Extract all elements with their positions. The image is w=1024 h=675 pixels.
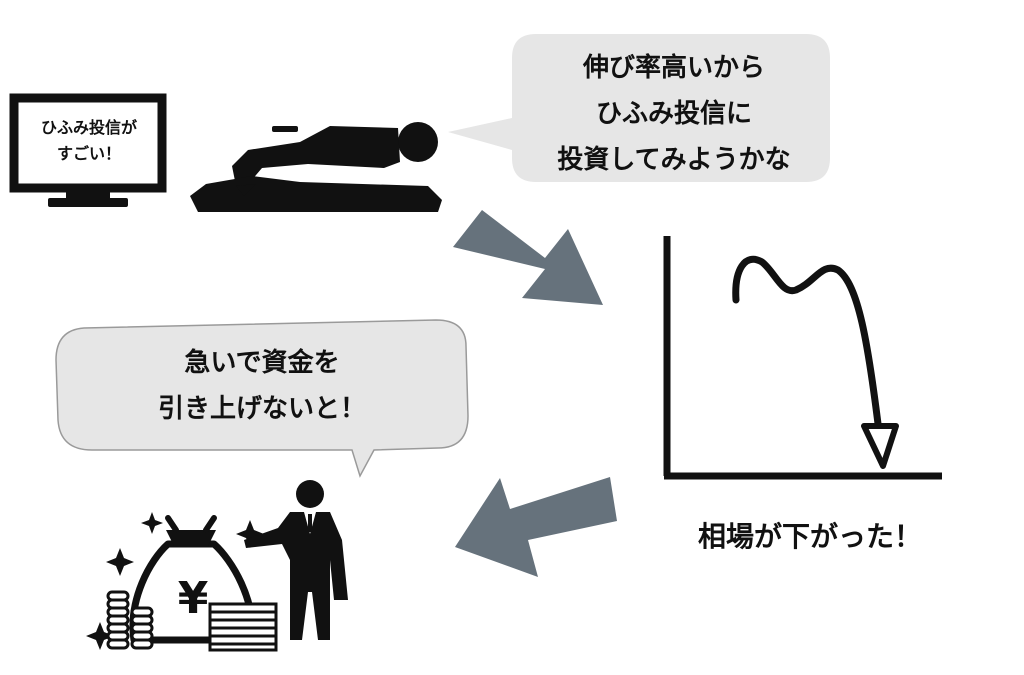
bubble-left-line-2: 引き上げないと！ <box>157 394 366 424</box>
sparkle-icon <box>106 548 134 576</box>
bubble-top-line-2: ひふみ投信に <box>595 99 752 129</box>
coin-stack-icon <box>106 590 154 650</box>
falling-chart-icon <box>663 236 942 480</box>
arrow-down-left-icon <box>455 477 617 577</box>
sparkle-icon <box>141 512 163 534</box>
tv-line-1: ひふみ投信が <box>40 118 137 137</box>
tv-line-2: すごい！ <box>56 144 121 163</box>
speech-bubble-top-text: 伸び率高いから ひふみ投信に 投資してみようかな <box>510 45 838 183</box>
sparkle-icon <box>86 622 114 650</box>
sparkle-icon <box>236 520 264 548</box>
yen-symbol: ¥ <box>177 573 209 624</box>
bubble-top-line-3: 投資してみようかな <box>557 145 791 175</box>
speech-bubble-left <box>55 319 469 478</box>
speech-bubble-left-text: 急いで資金を 引き上げないと！ <box>62 340 462 432</box>
speech-bubble-top <box>448 34 830 182</box>
chart-caption: 相場が下がった！ <box>697 520 922 553</box>
tv-monitor-icon <box>9 93 167 207</box>
businessman-icon <box>244 480 348 640</box>
bubble-left-line-1: 急いで資金を <box>184 348 340 378</box>
lying-person-icon <box>190 122 442 212</box>
tv-screen-text: ひふみ投信が すごい！ <box>24 115 154 167</box>
arrow-down-right-icon <box>453 210 603 305</box>
banknote-stack-icon <box>208 602 278 652</box>
bubble-top-line-1: 伸び率高いから <box>582 53 765 83</box>
